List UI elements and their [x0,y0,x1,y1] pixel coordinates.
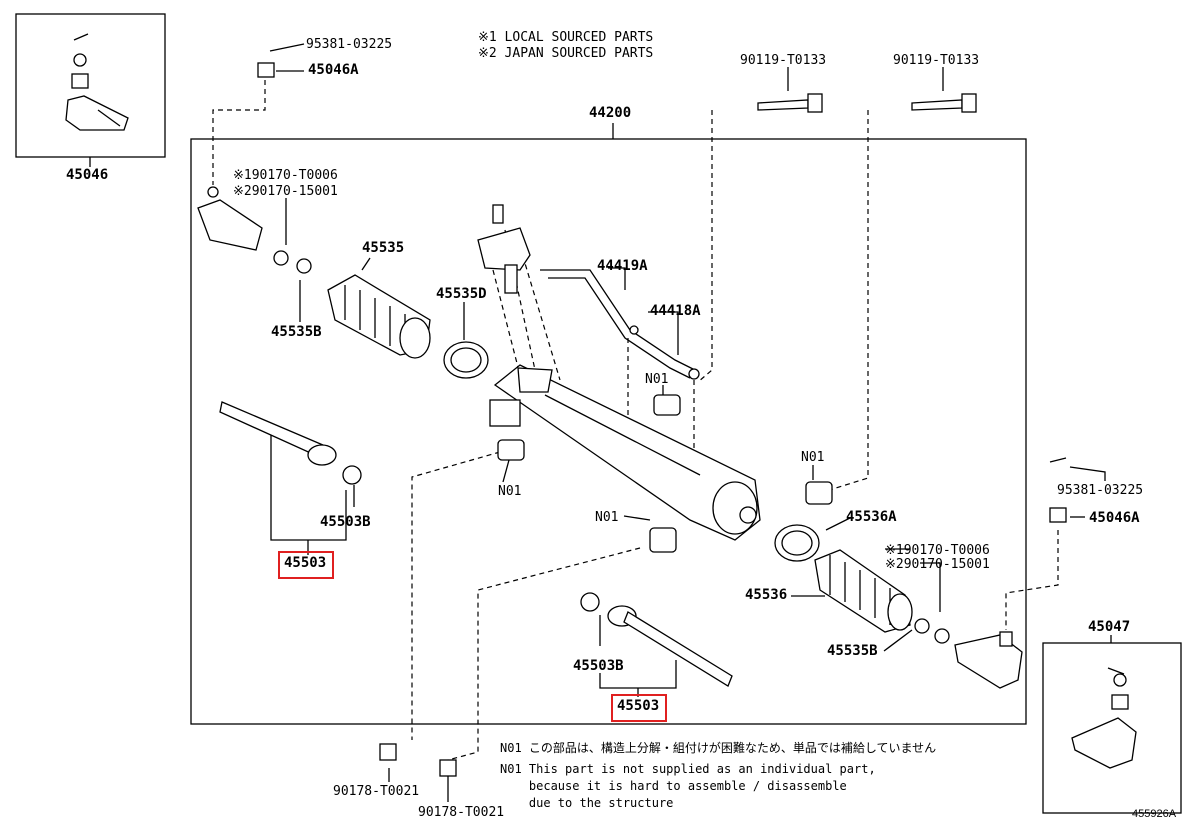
label-n01-b[interactable]: N01 [498,484,522,499]
label-95381-right[interactable]: 95381-03225 [1057,483,1144,498]
highlight-45503-left [278,551,334,579]
label-n01-c[interactable]: N01 [801,450,825,465]
tie-rod-end-45046 [65,33,129,131]
label-90119-a[interactable]: 90119-T0133 [740,53,827,68]
label-45535D[interactable]: 45535D [436,286,487,302]
label-190170-top[interactable]: ※190170-T0006 [233,168,338,183]
assembly-frame-44200 [190,138,1027,725]
label-44418A[interactable]: 44418A [650,303,701,319]
footnote-en-1: N01 This part is not supplied as an indi… [500,762,876,776]
label-45046A-top[interactable]: 45046A [308,62,359,78]
label-45503-left[interactable]: 45503 [284,555,327,571]
footnote-en-2: because it is hard to assemble / disasse… [500,779,847,793]
label-45536[interactable]: 45536 [745,587,788,603]
label-90119-b[interactable]: 90119-T0133 [893,53,980,68]
label-290170-top[interactable]: ※290170-15001 [233,184,338,199]
pinion-valve [477,204,531,294]
inner-tie-rod-right [580,592,733,687]
label-45503-right[interactable]: 45503 [617,698,660,714]
bellows-boot-45535 [327,274,431,359]
inner-tie-rod-left [219,401,362,485]
label-45503B-right[interactable]: 45503B [573,658,624,674]
label-n01-d[interactable]: N01 [595,510,619,525]
label-45536A[interactable]: 45536A [846,509,897,525]
label-45046[interactable]: 45046 [66,167,109,183]
label-90178-b[interactable]: 90178-T0021 [418,805,505,820]
label-45535[interactable]: 45535 [362,240,405,256]
inset-frame-45047 [1042,642,1182,814]
label-90178-a[interactable]: 90178-T0021 [333,784,420,799]
inset-frame-45046 [15,13,166,158]
bellows-boot-45536 [814,549,913,633]
footnote-jp: N01 この部品は、構造上分解・組付けが困難なため、単品では補給していません [500,741,937,755]
label-45046A-right[interactable]: 45046A [1089,510,1140,526]
label-95381-top[interactable]: 95381-03225 [306,37,393,52]
header-note-local: ※1 LOCAL SOURCED PARTS [478,30,654,45]
highlight-45503-right [611,694,667,722]
header-note-japan: ※2 JAPAN SOURCED PARTS [478,46,654,61]
rack-housing [489,364,761,541]
label-45535B-left[interactable]: 45535B [271,324,322,340]
diagram-code: 455926A [1132,808,1177,820]
label-290170-right[interactable]: ※290170-15001 [885,557,990,572]
label-45503B-left[interactable]: 45503B [320,514,371,530]
label-45535B-right[interactable]: 45535B [827,643,878,659]
label-44419A[interactable]: 44419A [597,258,648,274]
label-45047[interactable]: 45047 [1088,619,1131,635]
label-44200[interactable]: 44200 [589,105,632,121]
label-190170-right[interactable]: ※190170-T0006 [885,543,990,558]
label-n01-a[interactable]: N01 [645,372,669,387]
tie-rod-end-45047 [1071,667,1137,769]
footnote-en-3: due to the structure [500,796,674,810]
